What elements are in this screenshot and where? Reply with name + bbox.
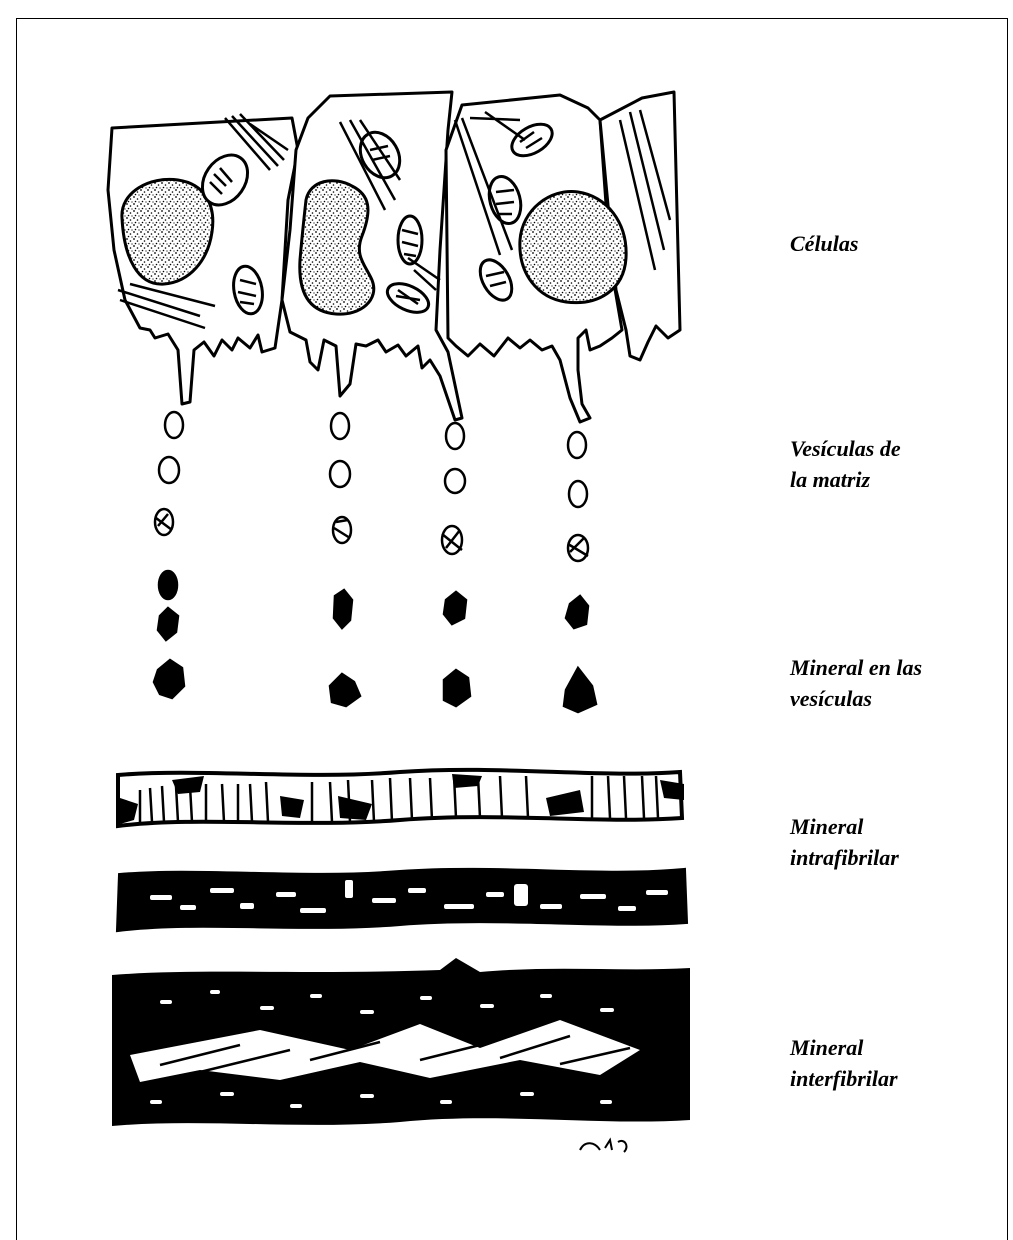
label-matrix-vesicles: Vesículas de la matriz	[790, 433, 901, 495]
artist-signature	[580, 1140, 626, 1152]
label-vesicle-mineral: Mineral en las vesículas	[790, 652, 922, 714]
matrix-vesicles	[159, 412, 587, 507]
fibril-mineralized	[118, 870, 686, 930]
interfibrillar-mineral	[112, 958, 690, 1152]
label-interfibrillar: Mineral interfibrilar	[790, 1032, 898, 1094]
label-cells: Células	[790, 228, 858, 259]
mineralizing-vesicles	[154, 509, 596, 712]
nucleus-3	[520, 192, 626, 303]
label-intrafibrillar: Mineral intrafibrilar	[790, 811, 899, 873]
fibril-striated	[118, 770, 684, 826]
